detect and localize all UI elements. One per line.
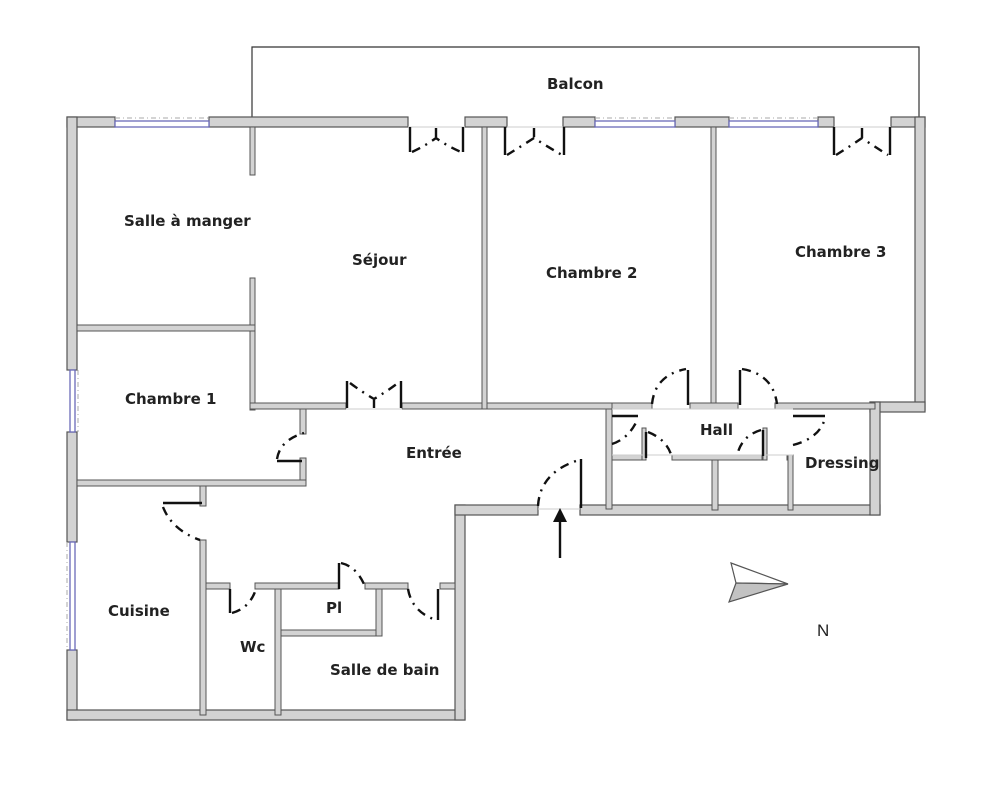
room-label-hall: Hall bbox=[700, 421, 733, 439]
interior-walls bbox=[76, 126, 876, 716]
room-label-chambre-1: Chambre 1 bbox=[125, 390, 216, 408]
room-label-balcon: Balcon bbox=[547, 75, 604, 93]
doors bbox=[161, 127, 892, 622]
room-label-wc: Wc bbox=[240, 638, 265, 656]
room-label-placard: Pl bbox=[326, 599, 342, 617]
north-label: N bbox=[817, 621, 829, 640]
room-label-cuisine: Cuisine bbox=[108, 602, 170, 620]
outer-walls bbox=[66, 116, 926, 721]
room-label-chambre-3: Chambre 3 bbox=[795, 243, 886, 261]
room-label-dressing: Dressing bbox=[805, 454, 879, 472]
room-label-salle-de-bain: Salle de bain bbox=[330, 661, 439, 679]
balcony-outline bbox=[251, 46, 920, 123]
room-label-salle-a-manger: Salle à manger bbox=[124, 212, 251, 230]
entrance-arrow-icon bbox=[553, 508, 567, 558]
room-label-sejour: Séjour bbox=[352, 251, 407, 269]
room-label-entree: Entrée bbox=[406, 444, 462, 462]
windows bbox=[66, 117, 819, 651]
room-label-chambre-2: Chambre 2 bbox=[546, 264, 637, 282]
north-arrow-icon bbox=[728, 562, 789, 603]
